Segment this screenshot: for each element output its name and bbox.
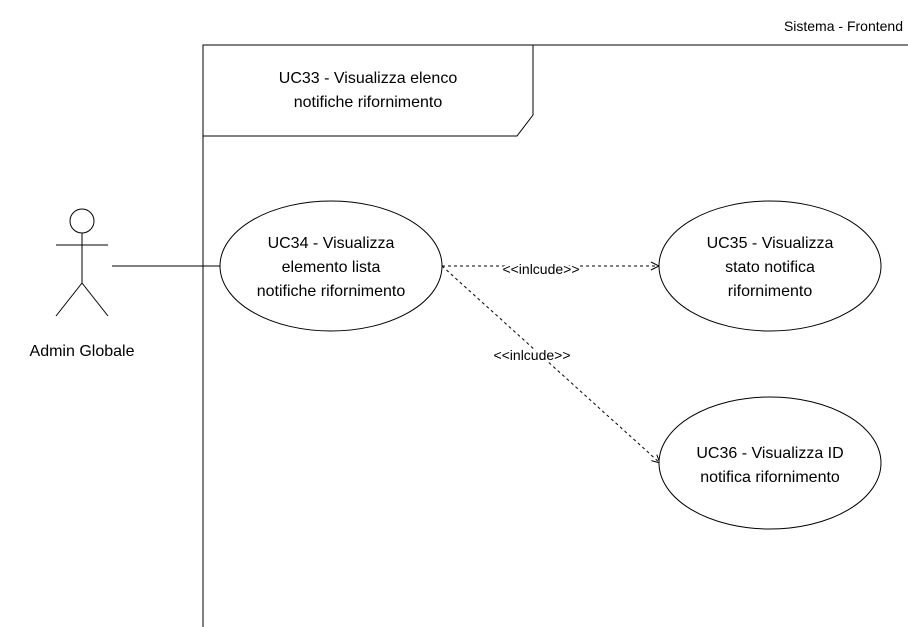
actor-admin-globale: Admin Globale bbox=[30, 208, 135, 360]
include-uc34-uc35: <<inlcude>> bbox=[442, 259, 659, 279]
uc34-label-line-2: elemento lista bbox=[282, 259, 381, 276]
uc35-label-line-2: stato notifica bbox=[725, 259, 815, 276]
uc36-label-line-1: UC36 - Visualizza ID bbox=[696, 445, 843, 462]
use-case-uc36[interactable]: UC36 - Visualizza ID notifica rifornimen… bbox=[658, 396, 882, 530]
actor-left-leg bbox=[55, 282, 83, 317]
use-case-uc35[interactable]: UC35 - Visualizza stato notifica riforni… bbox=[658, 200, 882, 332]
uc35-label-line-3: rifornimento bbox=[728, 283, 813, 300]
frame-title-tab: UC33 - Visualizza elenco notifiche rifor… bbox=[202, 44, 534, 137]
use-case-uc34[interactable]: UC34 - Visualizza elemento lista notific… bbox=[219, 200, 443, 332]
frame-title-line-1: UC33 - Visualizza elenco bbox=[279, 70, 458, 87]
include-label-uc36: <<inlcude>> bbox=[493, 347, 570, 363]
uc34-label-line-1: UC34 - Visualizza bbox=[268, 235, 395, 252]
actor-right-leg bbox=[81, 282, 109, 317]
include-uc34-uc36: <<inlcude>> bbox=[441, 265, 660, 463]
uc34-label-line-3: notifiche rifornimento bbox=[257, 283, 406, 300]
frame-title-line-2: notifiche rifornimento bbox=[294, 94, 443, 111]
include-arrow-uc36 bbox=[441, 265, 660, 463]
system-boundary-label: Sistema - Frontend bbox=[784, 18, 903, 34]
actor-head bbox=[69, 208, 95, 234]
uc36-label-line-2: notifica rifornimento bbox=[700, 469, 840, 486]
uc35-label-line-1: UC35 - Visualizza bbox=[707, 235, 834, 252]
actor-label: Admin Globale bbox=[30, 343, 135, 360]
include-label-uc35: <<inlcude>> bbox=[502, 261, 579, 277]
